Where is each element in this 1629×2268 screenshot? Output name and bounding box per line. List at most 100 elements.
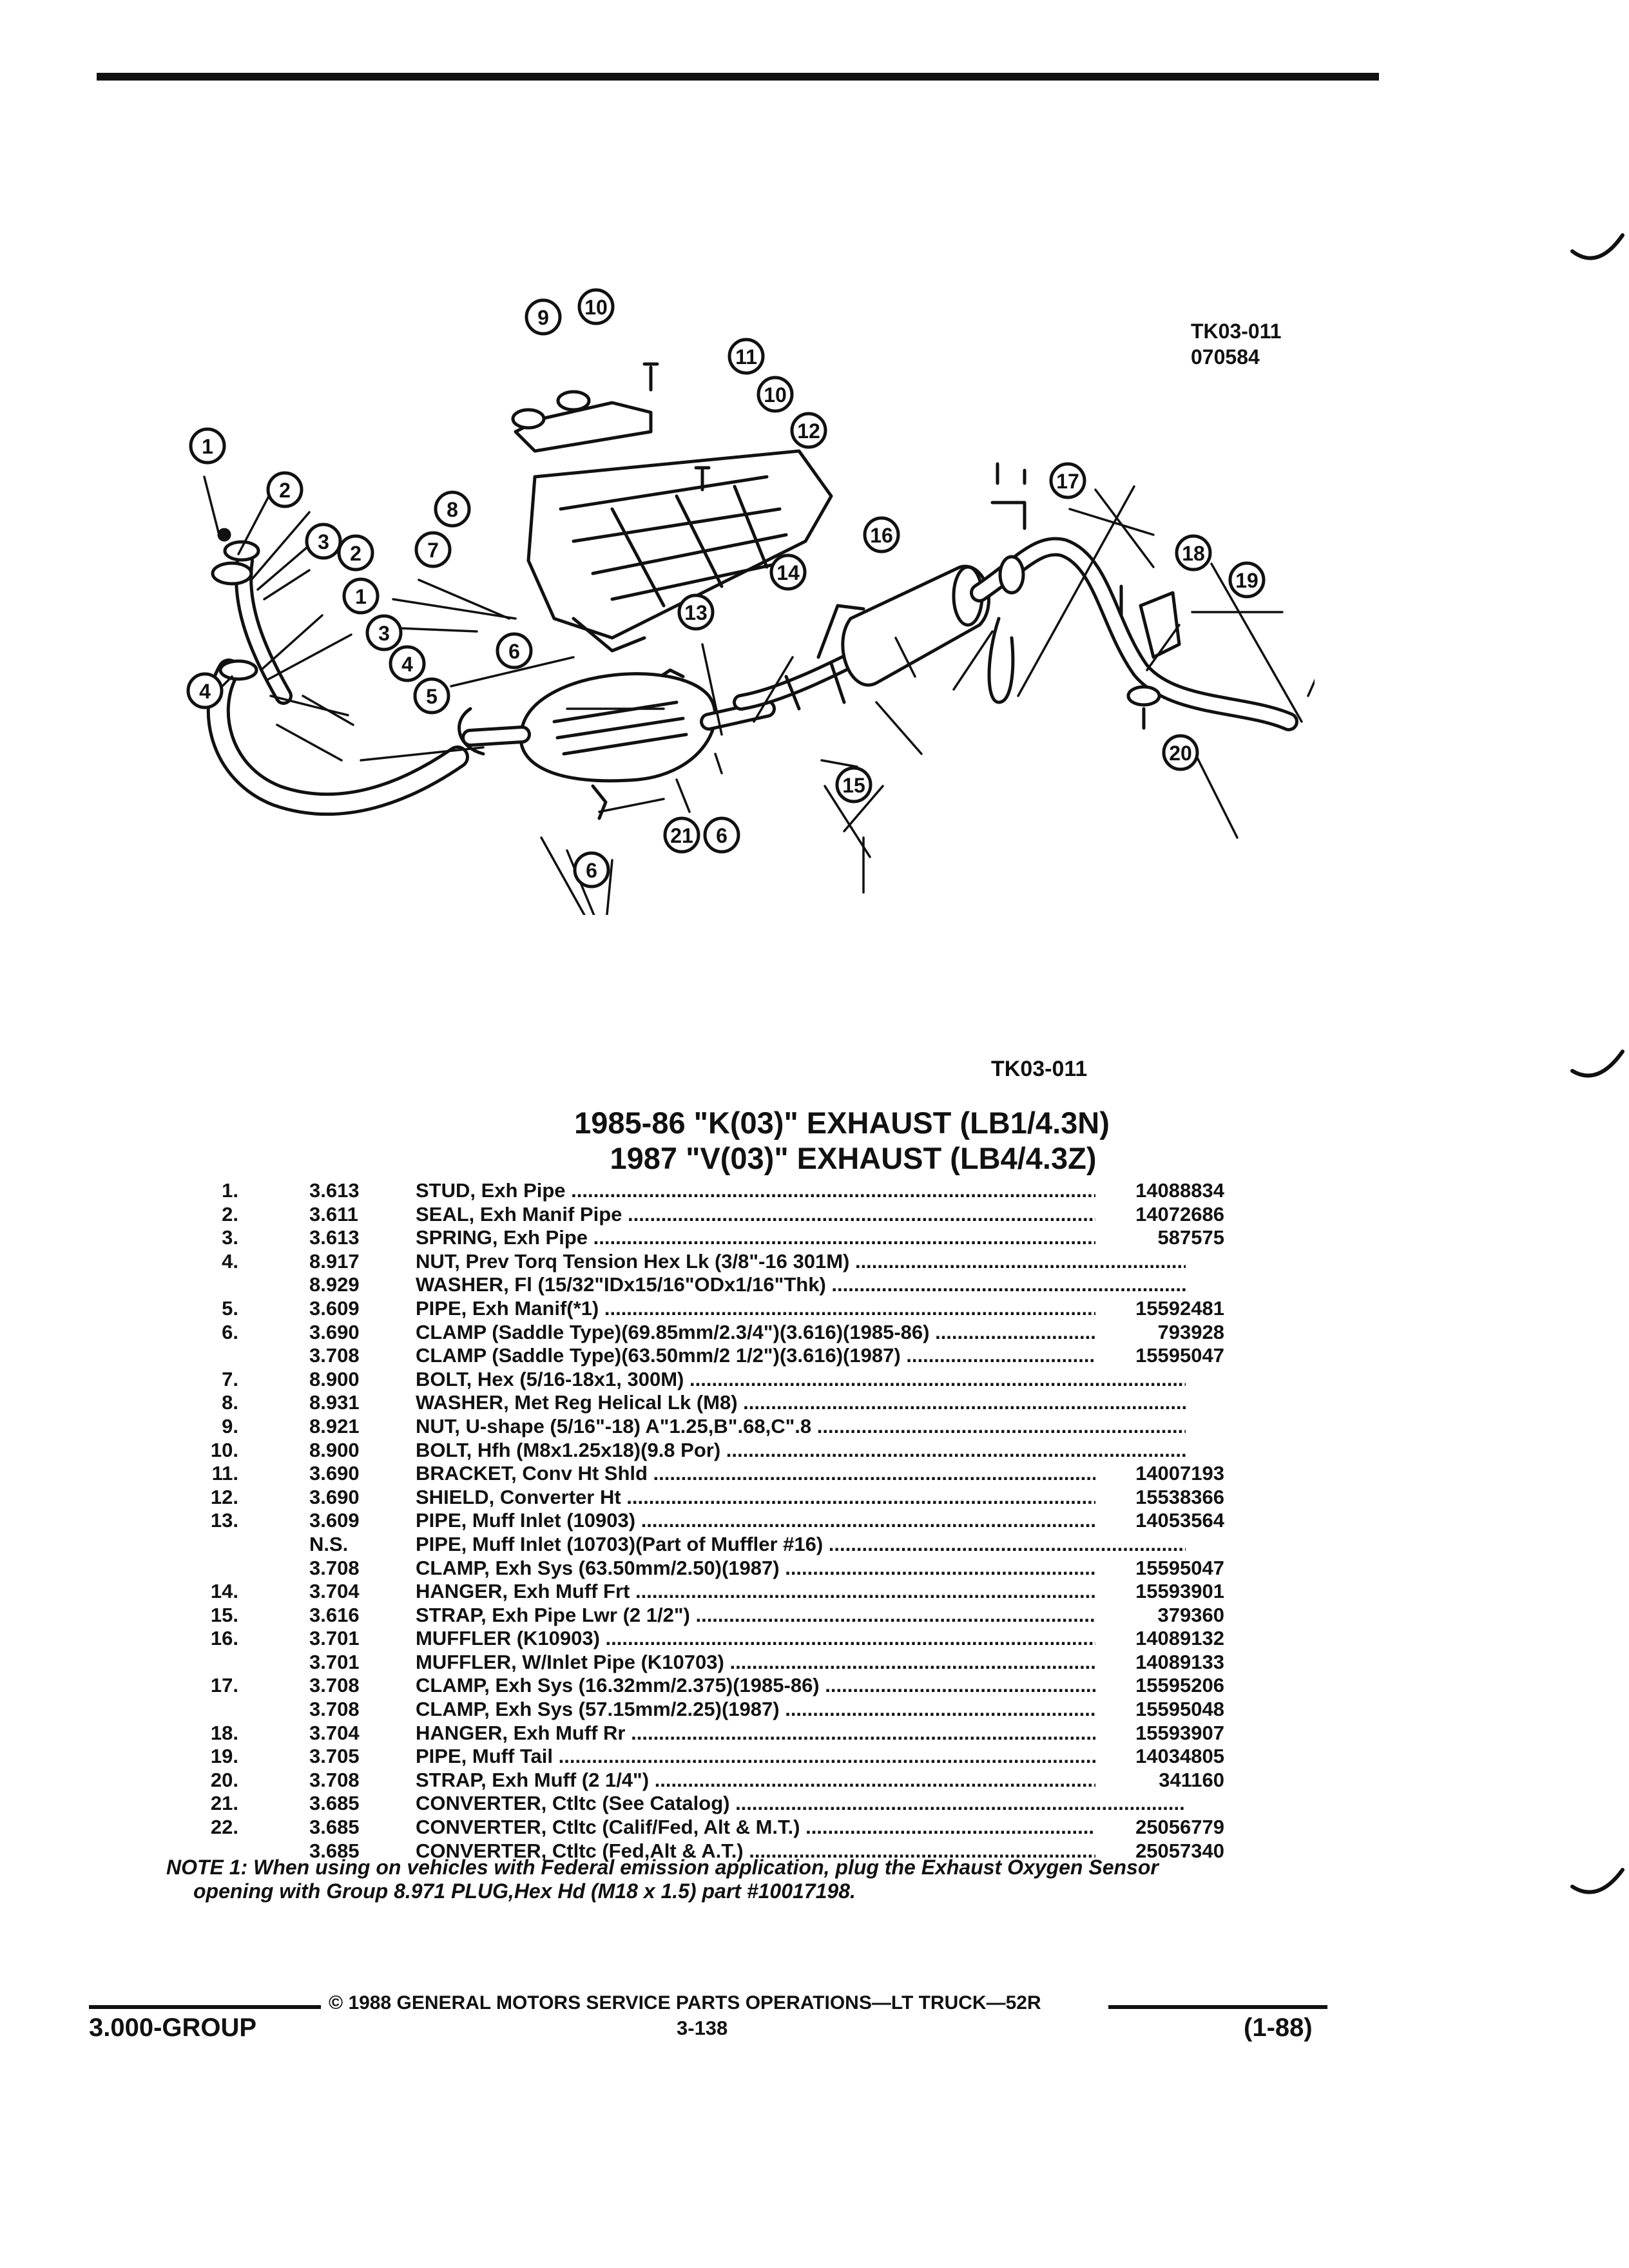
- part-description: CLAMP, Exh Sys (16.32mm/2.375)(1985-86): [416, 1674, 1186, 1698]
- part-description: CLAMP (Saddle Type)(63.50mm/2 1/2")(3.61…: [416, 1344, 1186, 1368]
- parts-row: 3.708 CLAMP, Exh Sys (57.15mm/2.25)(1987)…: [193, 1698, 1224, 1722]
- manifold-pipe: [206, 528, 469, 816]
- part-group: 8.921: [309, 1414, 360, 1437]
- note-line-1: NOTE 1: When using on vehicles with Fede…: [166, 1856, 1159, 1879]
- part-number: 14089132: [1095, 1627, 1224, 1651]
- heat-shield: [526, 449, 833, 653]
- part-group: 3.705: [309, 1745, 360, 1768]
- part-number: 25056779: [1095, 1816, 1224, 1840]
- part-group: 3.708: [309, 1556, 360, 1579]
- part-number: 14072686: [1095, 1202, 1224, 1227]
- part-ref-number: 1.: [222, 1179, 238, 1202]
- part-number: 15595047: [1095, 1556, 1224, 1581]
- part-ref-number: 11.: [211, 1462, 238, 1485]
- edge-marks: [1570, 233, 1624, 1894]
- part-description: CONVERTER, Ctltc (Fed,Alt & A.T.): [416, 1840, 1186, 1863]
- part-ref-number: 17.: [210, 1674, 238, 1697]
- part-description: PIPE, Muff Inlet (10703)(Part of Muffler…: [416, 1533, 1186, 1557]
- part-group: 3.701: [309, 1650, 360, 1673]
- page-title-line-2: 1987 "V(03)" EXHAUST (LB4/4.3Z): [610, 1141, 1097, 1175]
- part-group: 8.917: [309, 1249, 360, 1273]
- part-number: 15538366: [1095, 1485, 1224, 1510]
- part-group: 3.704: [309, 1721, 360, 1744]
- part-description: BOLT, Hfh (M8x1.25x18)(9.8 Por): [416, 1439, 1186, 1463]
- part-group: 3.690: [309, 1485, 360, 1508]
- part-ref-number: 6.: [222, 1320, 238, 1343]
- part-ref-number: 22.: [210, 1816, 238, 1839]
- part-description: STUD, Exh Pipe: [416, 1179, 1186, 1203]
- revision-date: (1-88): [1244, 2013, 1313, 2042]
- part-ref-number: 8.: [222, 1391, 238, 1414]
- part-group: 3.685: [309, 1839, 360, 1862]
- part-group: 3.609: [309, 1509, 360, 1532]
- part-description: CONVERTER, Ctltc (Calif/Fed, Alt & M.T.): [416, 1816, 1186, 1840]
- top-rule: [97, 73, 1379, 81]
- part-ref-number: 7.: [222, 1367, 238, 1390]
- parts-row: 12. 3.690 SHIELD, Converter Ht15538366: [193, 1485, 1224, 1510]
- part-description: BRACKET, Conv Ht Shld: [416, 1462, 1186, 1486]
- part-number: 14053564: [1095, 1509, 1224, 1533]
- part-group: 3.708: [309, 1344, 360, 1367]
- page-number: 3-138: [677, 2017, 728, 2039]
- part-description: PIPE, Muff Inlet (10903): [416, 1509, 1186, 1533]
- edge-mark: [1570, 1868, 1624, 1894]
- part-group: 3.616: [309, 1603, 360, 1626]
- exhaust-diagram: [203, 362, 1315, 915]
- part-number: 15595047: [1095, 1344, 1224, 1368]
- part-ref-number: 4.: [222, 1249, 238, 1273]
- part-description: HANGER, Exh Muff Rr: [416, 1722, 1186, 1745]
- parts-row: N.S.PIPE, Muff Inlet (10703)(Part of Muf…: [193, 1533, 1224, 1557]
- page-title-line-1: 1985-86 "K(03)" EXHAUST (LB1/4.3N): [574, 1106, 1110, 1140]
- footer-group: 3.000-GROUP: [89, 2013, 257, 2042]
- part-ref-number: 14.: [210, 1580, 238, 1603]
- part-description: STRAP, Exh Muff (2 1/4"): [416, 1769, 1186, 1792]
- part-group: 3.609: [309, 1296, 360, 1320]
- part-ref-number: 19.: [210, 1745, 238, 1768]
- part-number: 587575: [1095, 1226, 1224, 1250]
- part-number: 14088834: [1095, 1179, 1224, 1203]
- part-description: HANGER, Exh Muff Frt: [416, 1580, 1186, 1604]
- part-description: WASHER, Fl (15/32"IDx15/16"ODx1/16"Thk): [416, 1273, 1186, 1297]
- part-description: CLAMP, Exh Sys (63.50mm/2.50)(1987): [416, 1557, 1186, 1581]
- part-description: MUFFLER, W/Inlet Pipe (K10703): [416, 1651, 1186, 1675]
- part-description: SHIELD, Converter Ht: [416, 1486, 1186, 1510]
- part-ref-number: 21.: [210, 1792, 238, 1815]
- parts-row: 3.701 MUFFLER, W/Inlet Pipe (K10703)14089…: [193, 1650, 1224, 1675]
- part-description: STRAP, Exh Pipe Lwr (2 1/2"): [416, 1604, 1186, 1628]
- part-description: SPRING, Exh Pipe: [416, 1226, 1186, 1250]
- part-group: 3.690: [309, 1320, 360, 1343]
- part-ref-number: 2.: [222, 1202, 238, 1225]
- part-ref-number: 12.: [210, 1485, 238, 1508]
- part-description: CLAMP, Exh Sys (57.15mm/2.25)(1987): [416, 1698, 1186, 1722]
- part-number: 15595206: [1095, 1674, 1224, 1698]
- part-group: 3.701: [309, 1627, 360, 1650]
- part-description: BOLT, Hex (5/16-18x1, 300M): [416, 1368, 1186, 1392]
- part-ref-number: 5.: [222, 1296, 238, 1320]
- part-number: 793928: [1095, 1320, 1224, 1345]
- part-group: 3.704: [309, 1580, 360, 1603]
- part-number: 379360: [1095, 1603, 1224, 1628]
- tail-pipe: [970, 462, 1298, 731]
- part-group: 8.900: [309, 1438, 360, 1461]
- illustration-id: TK03-011: [1191, 320, 1282, 343]
- part-ref-number: 10.: [210, 1438, 238, 1461]
- illustration-date: 070584: [1191, 345, 1260, 369]
- part-ref-number: 9.: [222, 1414, 238, 1437]
- part-number: 14089133: [1095, 1650, 1224, 1675]
- part-group: 3.708: [309, 1674, 360, 1697]
- part-group: 3.708: [309, 1698, 360, 1721]
- part-number: 15592481: [1095, 1296, 1224, 1321]
